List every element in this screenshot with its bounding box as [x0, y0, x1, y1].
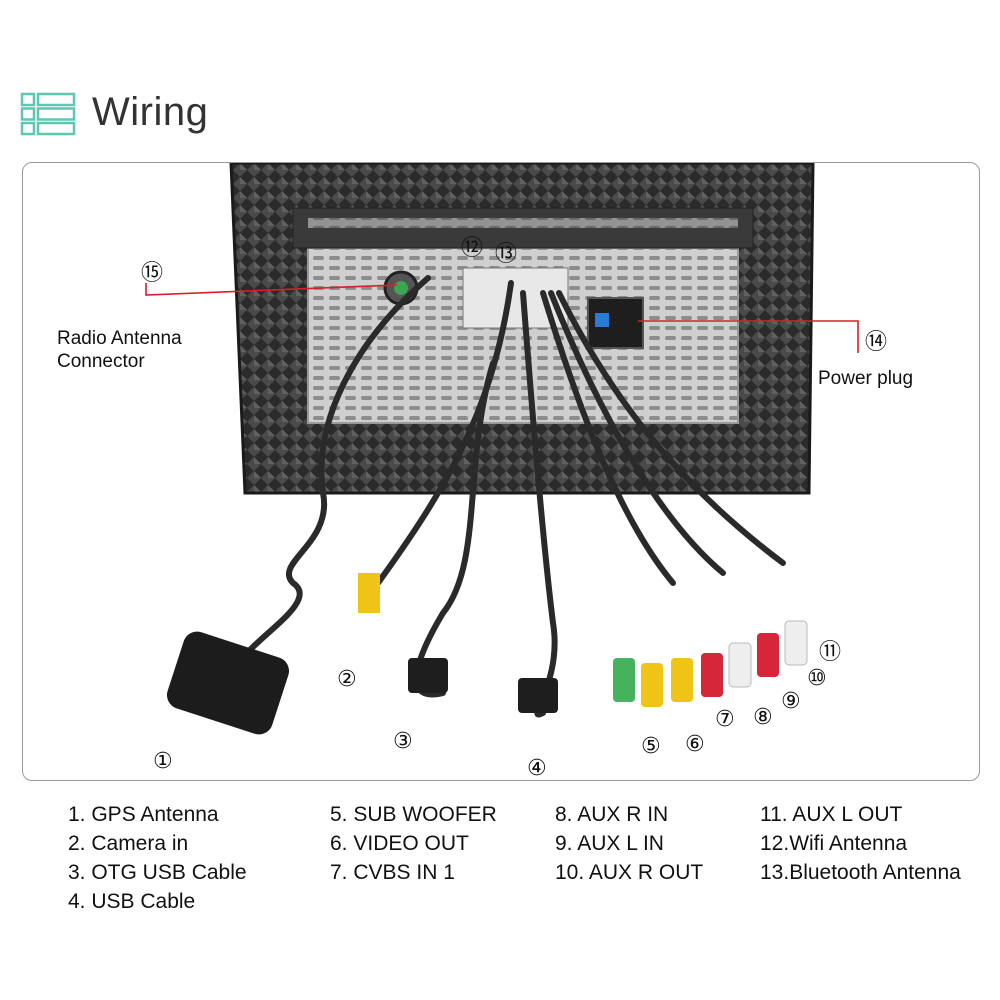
otg-usb-plug — [408, 658, 448, 693]
legend-col-3: 8. AUX R IN 9. AUX L IN 10. AUX R OUT — [555, 800, 703, 887]
legend-col-4: 11. AUX L OUT 12.Wifi Antenna 13.Bluetoo… — [760, 800, 961, 887]
power-plug-label: Power plug — [818, 368, 914, 389]
legend-item: 12.Wifi Antenna — [760, 832, 908, 855]
usb-plug — [518, 678, 558, 713]
wiring-photo: ① ② ③ ④ ⑤ ⑥ ⑦ ⑧ ⑨ ⑩ ⑪ ⑫ ⑬ ⑭ ⑮ Radio Ante… — [22, 162, 980, 781]
legend-item: 1. GPS Antenna — [68, 803, 219, 826]
marker-8: ⑧ — [753, 705, 773, 730]
legend-item: 6. VIDEO OUT — [330, 832, 469, 855]
rca-aux-r-in — [701, 653, 723, 697]
marker-14: ⑭ — [865, 330, 887, 355]
radio-antenna-label: Radio Antenna Connector — [57, 328, 182, 372]
legend-item: 5. SUB WOOFER — [330, 803, 497, 826]
camera-in-plug — [358, 573, 380, 613]
legend-item: 13.Bluetooth Antenna — [760, 861, 961, 884]
marker-9: ⑨ — [781, 689, 801, 714]
rca-aux-l-in — [728, 642, 752, 688]
rca-sub-woofer — [613, 658, 635, 702]
marker-6: ⑥ — [685, 732, 705, 757]
rca-cvbs-in — [671, 658, 693, 702]
marker-5: ⑤ — [641, 734, 661, 759]
section-header: Wiring — [20, 88, 420, 143]
legend-item: 11. AUX L OUT — [760, 803, 903, 826]
marker-10: ⑩ — [807, 666, 827, 691]
legend-item: 2. Camera in — [68, 832, 189, 855]
camera-cable — [375, 280, 514, 586]
marker-13: ⑬ — [495, 242, 517, 267]
gps-cable — [235, 275, 431, 671]
marker-15: ⑮ — [141, 261, 163, 286]
marker-12: ⑫ — [461, 236, 483, 261]
page-title: Wiring — [92, 90, 209, 134]
legend-item: 4. USB Cable — [68, 890, 196, 913]
head-unit-illustration: ① ② ③ ④ ⑤ ⑥ ⑦ ⑧ ⑨ ⑩ ⑪ ⑫ ⑬ ⑭ ⑮ — [141, 163, 887, 780]
marker-7: ⑦ — [715, 707, 735, 732]
rca-aux-r-out — [757, 633, 779, 677]
legend-item: 3. OTG USB Cable — [68, 861, 247, 884]
rca-aux-l-out — [784, 620, 808, 666]
marker-1: ① — [153, 749, 173, 774]
legend-item: 7. CVBS IN 1 — [330, 861, 455, 884]
marker-4: ④ — [527, 756, 547, 780]
leader-line-14 — [638, 320, 859, 353]
marker-2: ② — [337, 667, 357, 692]
rca-video-out — [641, 663, 663, 707]
legend-col-1: 1. GPS Antenna 2. Camera in 3. OTG USB C… — [68, 800, 247, 916]
rca-bundle — [540, 290, 676, 586]
marker-11: ⑪ — [819, 640, 841, 665]
legend-item: 8. AUX R IN — [555, 803, 669, 826]
gps-antenna-module — [166, 631, 290, 735]
list-icon — [20, 92, 76, 136]
legend-item: 9. AUX L IN — [555, 832, 664, 855]
leader-line-15 — [145, 283, 398, 296]
legend-col-2: 5. SUB WOOFER 6. VIDEO OUT 7. CVBS IN 1 — [330, 800, 497, 887]
legend-item: 10. AUX R OUT — [555, 861, 704, 884]
marker-3: ③ — [393, 729, 413, 754]
